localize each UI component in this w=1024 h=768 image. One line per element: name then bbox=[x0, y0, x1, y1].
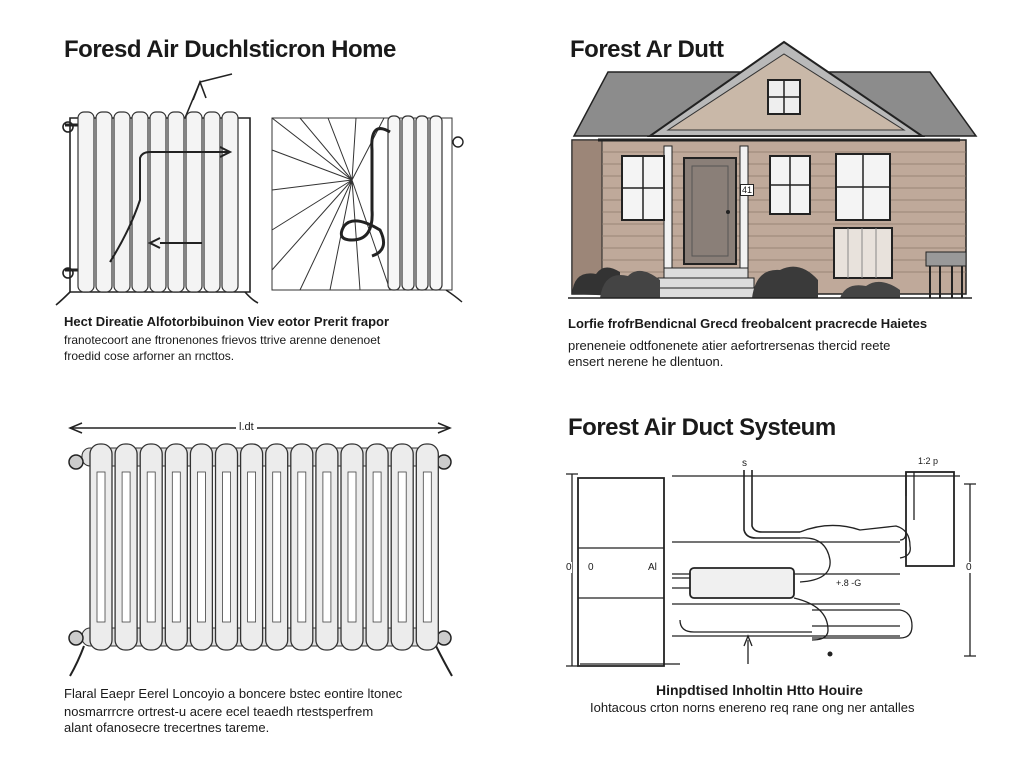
duct-mid-note: +.8 -G bbox=[836, 578, 862, 588]
panel-3-caption-line-2: nosmarrrcre ortrest-u acere ecel teaedh … bbox=[64, 704, 374, 719]
panel-4-title: Forest Air Duct Systeum bbox=[568, 414, 836, 441]
panel-1-caption-line-2: franotecoort ane ftronenones frievos ttr… bbox=[64, 333, 381, 347]
radiator-fin bbox=[315, 443, 339, 651]
radiator-fin bbox=[114, 443, 138, 651]
radiator-fin bbox=[365, 443, 389, 651]
radiator-fin-slot bbox=[272, 471, 282, 623]
radiator-fin bbox=[415, 443, 439, 651]
radiator-fin bbox=[390, 443, 414, 651]
duct-dim-top: s bbox=[742, 458, 747, 469]
radiator-fin-slot bbox=[397, 471, 407, 623]
panel-2-caption-line-1: Lorfie frofrBendicnal Grecd freobalcent … bbox=[568, 316, 928, 331]
panel-1-title: Foresd Air Duchlsticron Home bbox=[64, 36, 396, 63]
duct-dim-inner-mid: Al bbox=[648, 562, 657, 573]
left-radiator-fins bbox=[77, 111, 239, 293]
house-number-plate: 41 bbox=[740, 184, 755, 196]
radiator-fin-slot bbox=[96, 471, 106, 623]
panel-1-caption-line-1: Hect Direatie Alfotorbibuinon Viev eotor… bbox=[64, 314, 390, 329]
radiator-fin-slot bbox=[196, 471, 206, 623]
panel-1-caption-line-3: froedid cose arforner an rncttos. bbox=[64, 349, 235, 363]
radiator-fin bbox=[290, 443, 314, 651]
radiator-fin bbox=[239, 443, 264, 651]
radiator-fin-slot bbox=[297, 471, 307, 623]
radiator-fin bbox=[265, 443, 289, 651]
duct-dim-left: 0 bbox=[566, 562, 572, 573]
duct-dim-right: 0 bbox=[966, 562, 972, 573]
right-radiator-fins bbox=[387, 115, 443, 291]
radiator-fin-slot bbox=[422, 471, 432, 623]
panel-3-caption-line-1: Flaral Eaepr Eerel Loncoyio a boncere bs… bbox=[64, 686, 403, 701]
radiator-fin-slot bbox=[372, 471, 382, 623]
radiator-fin bbox=[139, 443, 163, 651]
duct-dim-inner-left: 0 bbox=[588, 562, 594, 573]
radiator-fin-slot bbox=[247, 471, 257, 623]
panel-2-caption-line-3: ensert nerene he dlentuon. bbox=[568, 354, 724, 369]
radiator-fin-slot bbox=[322, 471, 332, 623]
panel-2-title: Forest Ar Dutt bbox=[570, 36, 724, 63]
radiator-fin bbox=[189, 443, 214, 651]
panel-3-caption-line-3: alant ofanosecre trecertnes tareme. bbox=[64, 720, 270, 735]
radiator-fin-slot bbox=[146, 471, 156, 623]
radiator-fin bbox=[214, 443, 239, 651]
radiator-fin bbox=[340, 443, 364, 651]
radiator-fin bbox=[89, 443, 113, 651]
panel-3-dimension-label: l.dt bbox=[236, 421, 257, 433]
duct-dim-top-right: 1:2 p bbox=[918, 456, 939, 466]
panel-4-caption-line-1: Hinpdtised lnholtin Htto Houire bbox=[656, 682, 863, 698]
radiator-fin-slot bbox=[171, 471, 181, 623]
panel-2-caption-line-2: preneneie odtfonenete atier aefortrersen… bbox=[568, 338, 891, 353]
panel-4-caption-line-2: Iohtacous crton norns enereno req rane o… bbox=[590, 700, 915, 715]
radiator-fin-slot bbox=[121, 471, 131, 623]
radiator-fin-slot bbox=[347, 471, 357, 623]
radiator-fin bbox=[164, 443, 188, 651]
radiator-fin-slot bbox=[222, 471, 231, 623]
